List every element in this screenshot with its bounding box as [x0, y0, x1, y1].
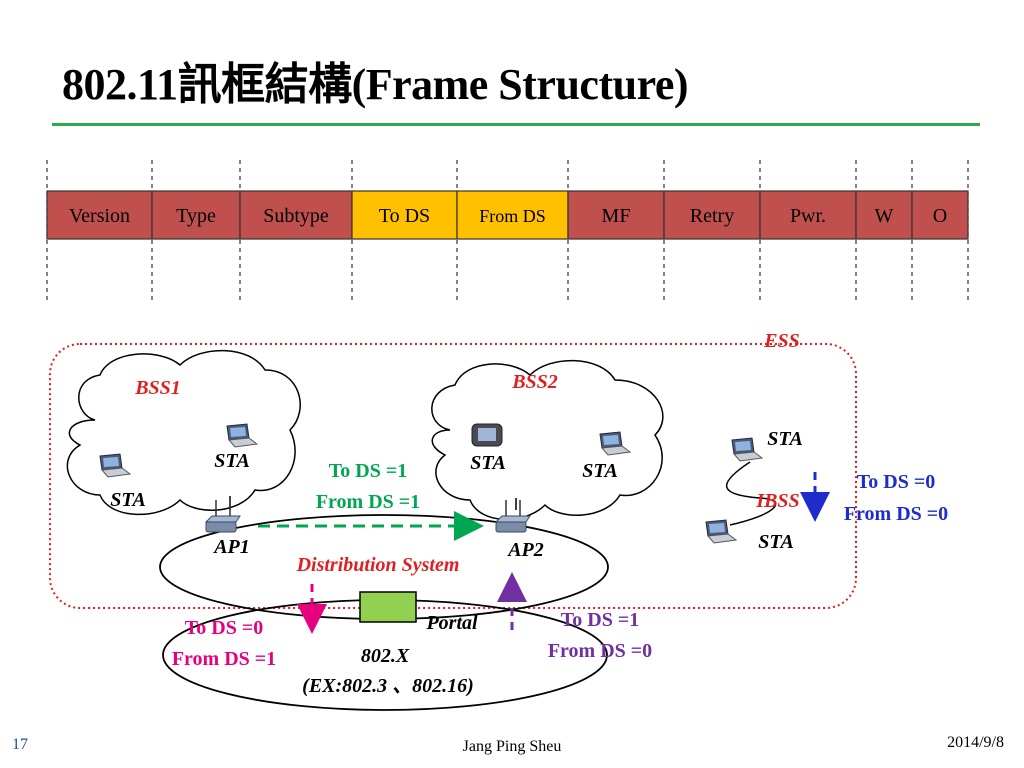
frame-field-label: O — [933, 205, 947, 227]
frame-field-label: From DS — [479, 206, 546, 226]
net-to-ds-to-ds: To DS =1 — [561, 609, 639, 631]
frame-field-cell — [46, 190, 153, 240]
frame-field-label: Type — [176, 205, 216, 227]
frame-field-cell — [663, 190, 761, 240]
title-divider — [52, 123, 980, 126]
bss2-cloud — [431, 359, 664, 521]
network-802x-example: (EX:802.3 、802.16) — [302, 675, 474, 697]
laptop-icon — [731, 437, 763, 462]
frame-field-label: Subtype — [263, 205, 329, 227]
frame-field-cell — [911, 190, 969, 240]
frame-field-cell — [759, 190, 857, 240]
frame-field-label: Pwr. — [790, 205, 826, 227]
ap2-label: AP2 — [506, 539, 544, 561]
ibss-link — [726, 461, 777, 526]
frame-field-label: MF — [602, 205, 631, 227]
ibss-label: IBSS — [755, 490, 799, 512]
bss1-label: BSS1 — [134, 377, 181, 399]
footer-date: 2014/9/8 — [947, 734, 1004, 751]
frame-field-label: Retry — [690, 205, 734, 227]
distribution-system-label: Distribution System — [296, 554, 460, 576]
ds-to-net-from-ds: From DS =1 — [172, 648, 276, 670]
pda-icon — [471, 423, 503, 447]
frame-field-cell — [456, 190, 569, 240]
ibss-to-ds: To DS =0 — [857, 471, 935, 493]
sta-label: STA — [470, 452, 506, 474]
sta-label: STA — [214, 450, 250, 472]
frame-field-label: To DS — [379, 205, 430, 227]
ibss-from-ds: From DS =0 — [844, 503, 948, 525]
sta-label: STA — [767, 428, 803, 450]
network-diagram: ESS BSS1 BSS2 Distribution System Portal… — [49, 330, 948, 711]
sta-label: STA — [582, 460, 618, 482]
network-802x-label: 802.X — [361, 645, 410, 667]
frame-field-cell — [151, 190, 241, 240]
ess-label: ESS — [763, 330, 800, 352]
ds-to-net-to-ds: To DS =0 — [185, 617, 263, 639]
ap-to-ap-from-ds: From DS =1 — [316, 491, 420, 513]
page-number: 17 — [12, 736, 28, 753]
slide-title: 802.11訊框結構(Frame Structure) — [62, 60, 689, 109]
bss1-cloud — [66, 349, 301, 516]
laptop-icon — [705, 519, 737, 544]
ap1-label: AP1 — [212, 536, 250, 558]
portal-label: Portal — [425, 612, 478, 634]
frame-field-label: W — [875, 205, 894, 227]
ess-boundary — [49, 343, 857, 609]
bss2-label: BSS2 — [511, 371, 558, 393]
portal-box — [359, 591, 417, 623]
footer-author: Jang Ping Sheu — [462, 738, 562, 755]
frame-field-label: Version — [69, 205, 130, 227]
frame-field-cell — [239, 190, 353, 240]
sta-label: STA — [110, 489, 146, 511]
net-to-ds-from-ds: From DS =0 — [548, 640, 652, 662]
frame-field-cell — [567, 190, 665, 240]
sta-label: STA — [758, 531, 794, 553]
frame-structure-bar: Version Type Subtype To DS From DS MF Retry Pwr… — [46, 160, 969, 302]
ap-to-ap-to-ds: To DS =1 — [329, 460, 407, 482]
frame-field-cell — [855, 190, 913, 240]
